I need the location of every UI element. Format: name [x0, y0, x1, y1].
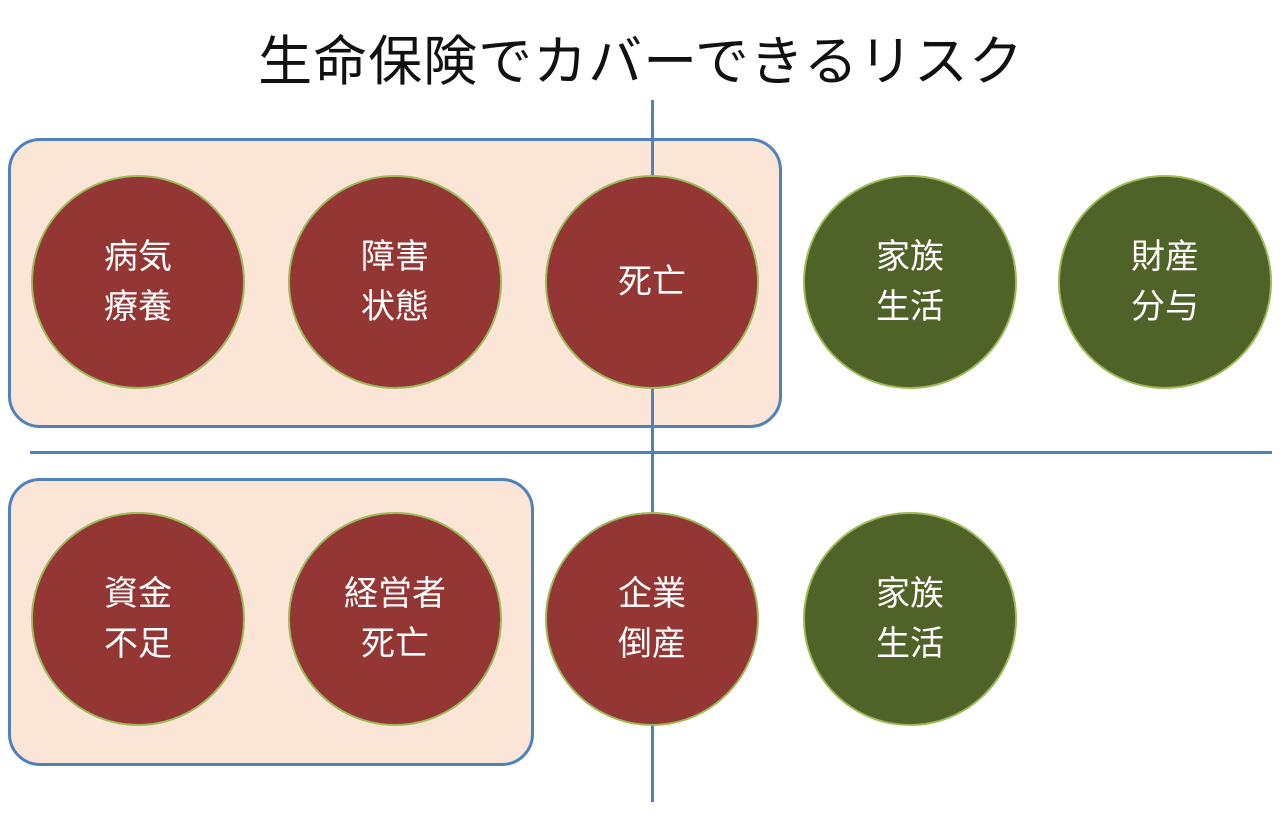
risk-circle-fund-shortage: 資金 不足	[31, 512, 245, 726]
risk-label: 企業 倒産	[618, 574, 686, 664]
risk-circle-family-life-2: 家族 生活	[803, 512, 1017, 726]
risk-circle-disability: 障害 状態	[288, 175, 502, 389]
risk-circle-asset-division: 財産 分与	[1058, 175, 1272, 389]
risk-circle-bankruptcy: 企業 倒産	[545, 512, 759, 726]
risk-label: 財産 分与	[1131, 237, 1199, 327]
risk-label: 経営者 死亡	[344, 574, 446, 664]
diagram-title: 生命保険でカバーできるリスク	[258, 30, 1024, 93]
risk-label: 障害 状態	[361, 237, 429, 327]
vertical-divider	[651, 100, 654, 802]
risk-label: 病気 療養	[104, 237, 172, 327]
risk-circle-executive-death: 経営者 死亡	[288, 512, 502, 726]
risk-circle-death: 死亡	[545, 175, 759, 389]
risk-label: 資金 不足	[104, 574, 172, 664]
risk-label: 死亡	[618, 262, 686, 302]
risk-label: 家族 生活	[876, 237, 944, 327]
risk-circle-illness: 病気 療養	[31, 175, 245, 389]
risk-label: 家族 生活	[876, 574, 944, 664]
risk-circle-family-life: 家族 生活	[803, 175, 1017, 389]
